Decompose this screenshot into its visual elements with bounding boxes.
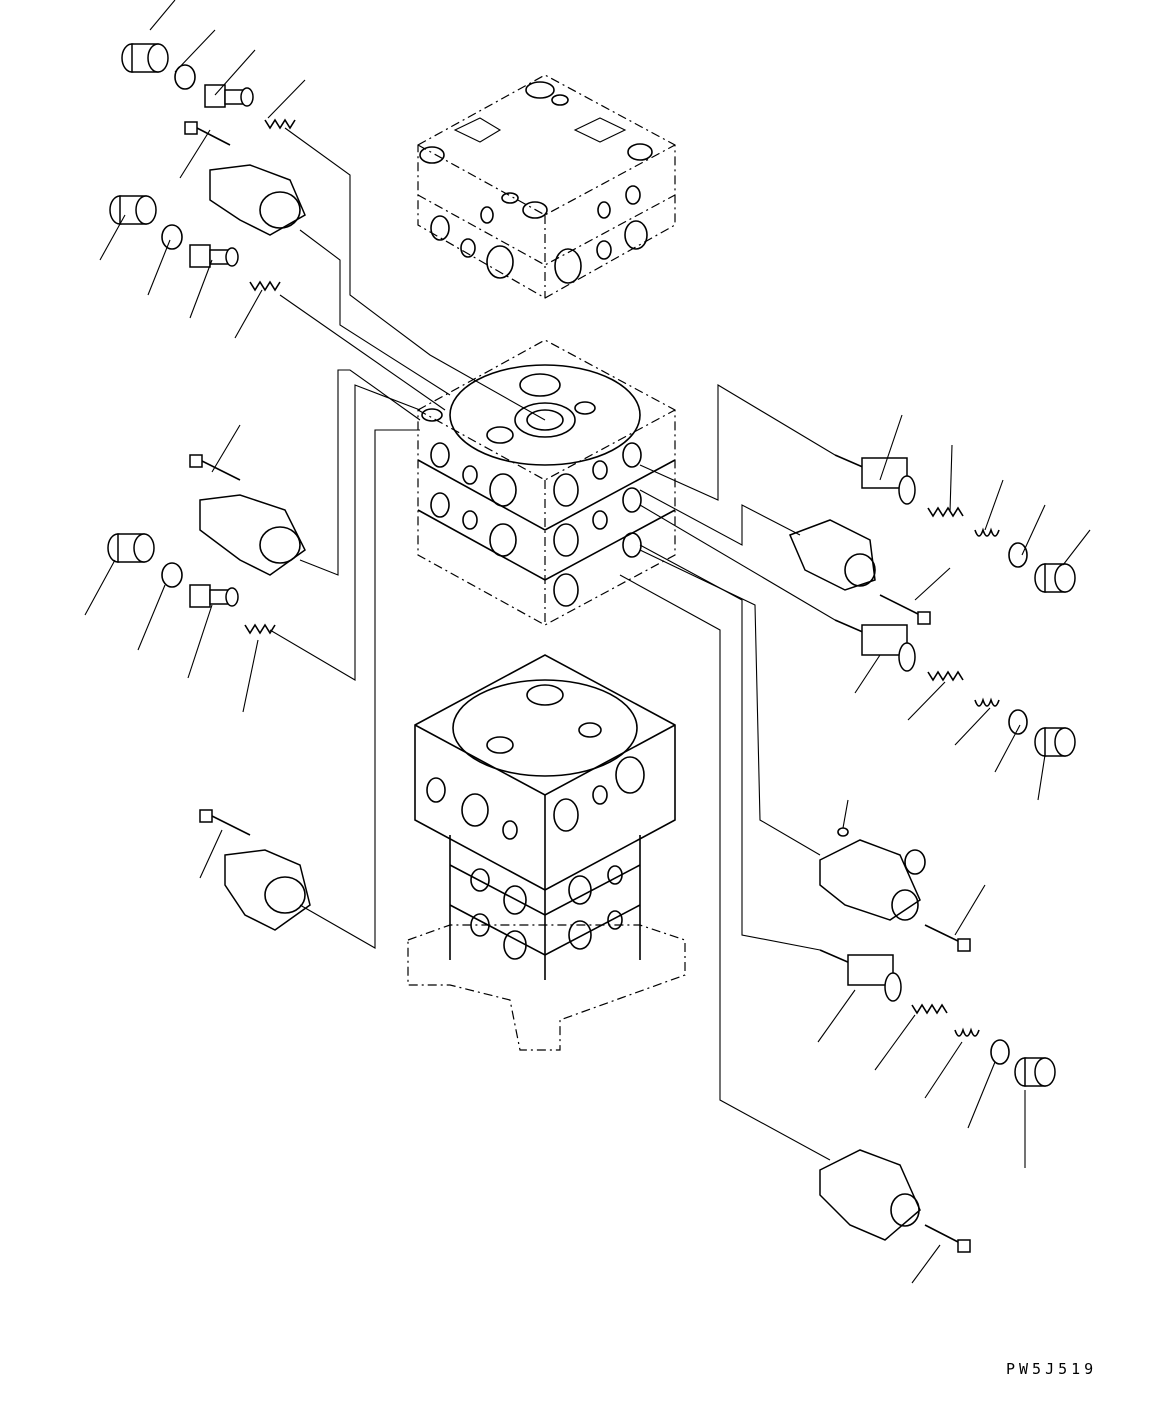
cover-part [199,494,306,576]
bolt-part [879,594,931,625]
spool-part [834,619,916,672]
right-part-group-3 [819,949,1056,1253]
spring-part [244,623,276,635]
drawing-code: PW5J519 [1006,1360,1098,1378]
middle-valve-section [417,339,676,626]
bolt-part [924,924,971,952]
plug-part [1034,563,1076,593]
bolt-part [199,809,251,836]
left-part-group-2 [107,454,306,635]
spring-part [927,670,964,682]
spring-part [249,280,281,292]
right-part-group-2 [819,619,1076,952]
o-ring-part [1008,542,1028,568]
o-ring-part [990,1039,1010,1065]
valve-part [189,584,239,608]
cover-part [789,519,876,591]
o-ring-part [174,64,196,90]
bolt-part [189,454,241,481]
cover-part [819,839,926,921]
bolt-part [184,121,231,146]
spring-part [264,118,296,130]
bottom-valve-section [407,654,686,1051]
assembly-lines [269,127,836,1161]
bolt-part [924,1224,971,1253]
leader-lines [84,0,1091,1284]
spool-part [819,949,902,1002]
right-part-group-1 [789,454,1076,625]
spring-part [911,1003,948,1015]
spring-part [927,506,964,518]
spool-part [834,454,916,505]
cover-part [224,849,311,931]
plug-part [107,533,155,563]
valve-part [189,244,239,268]
plug-part [121,43,169,73]
left-part-group-3 [199,809,311,931]
top-valve-section [417,74,676,299]
spring-part [974,527,1000,537]
spring-part [954,1027,980,1037]
o-ring-part [161,224,183,250]
spring-part [974,697,1000,707]
cover-part [819,1149,921,1241]
o-ring-part [1008,709,1028,735]
valve-part [204,84,254,108]
o-ring-part [161,562,183,588]
cover-part [209,164,306,236]
plug-part [109,195,157,225]
o-ring-part [837,827,849,837]
plug-part [1014,1057,1056,1087]
left-part-group-1 [109,43,306,292]
plug-part [1034,727,1076,757]
